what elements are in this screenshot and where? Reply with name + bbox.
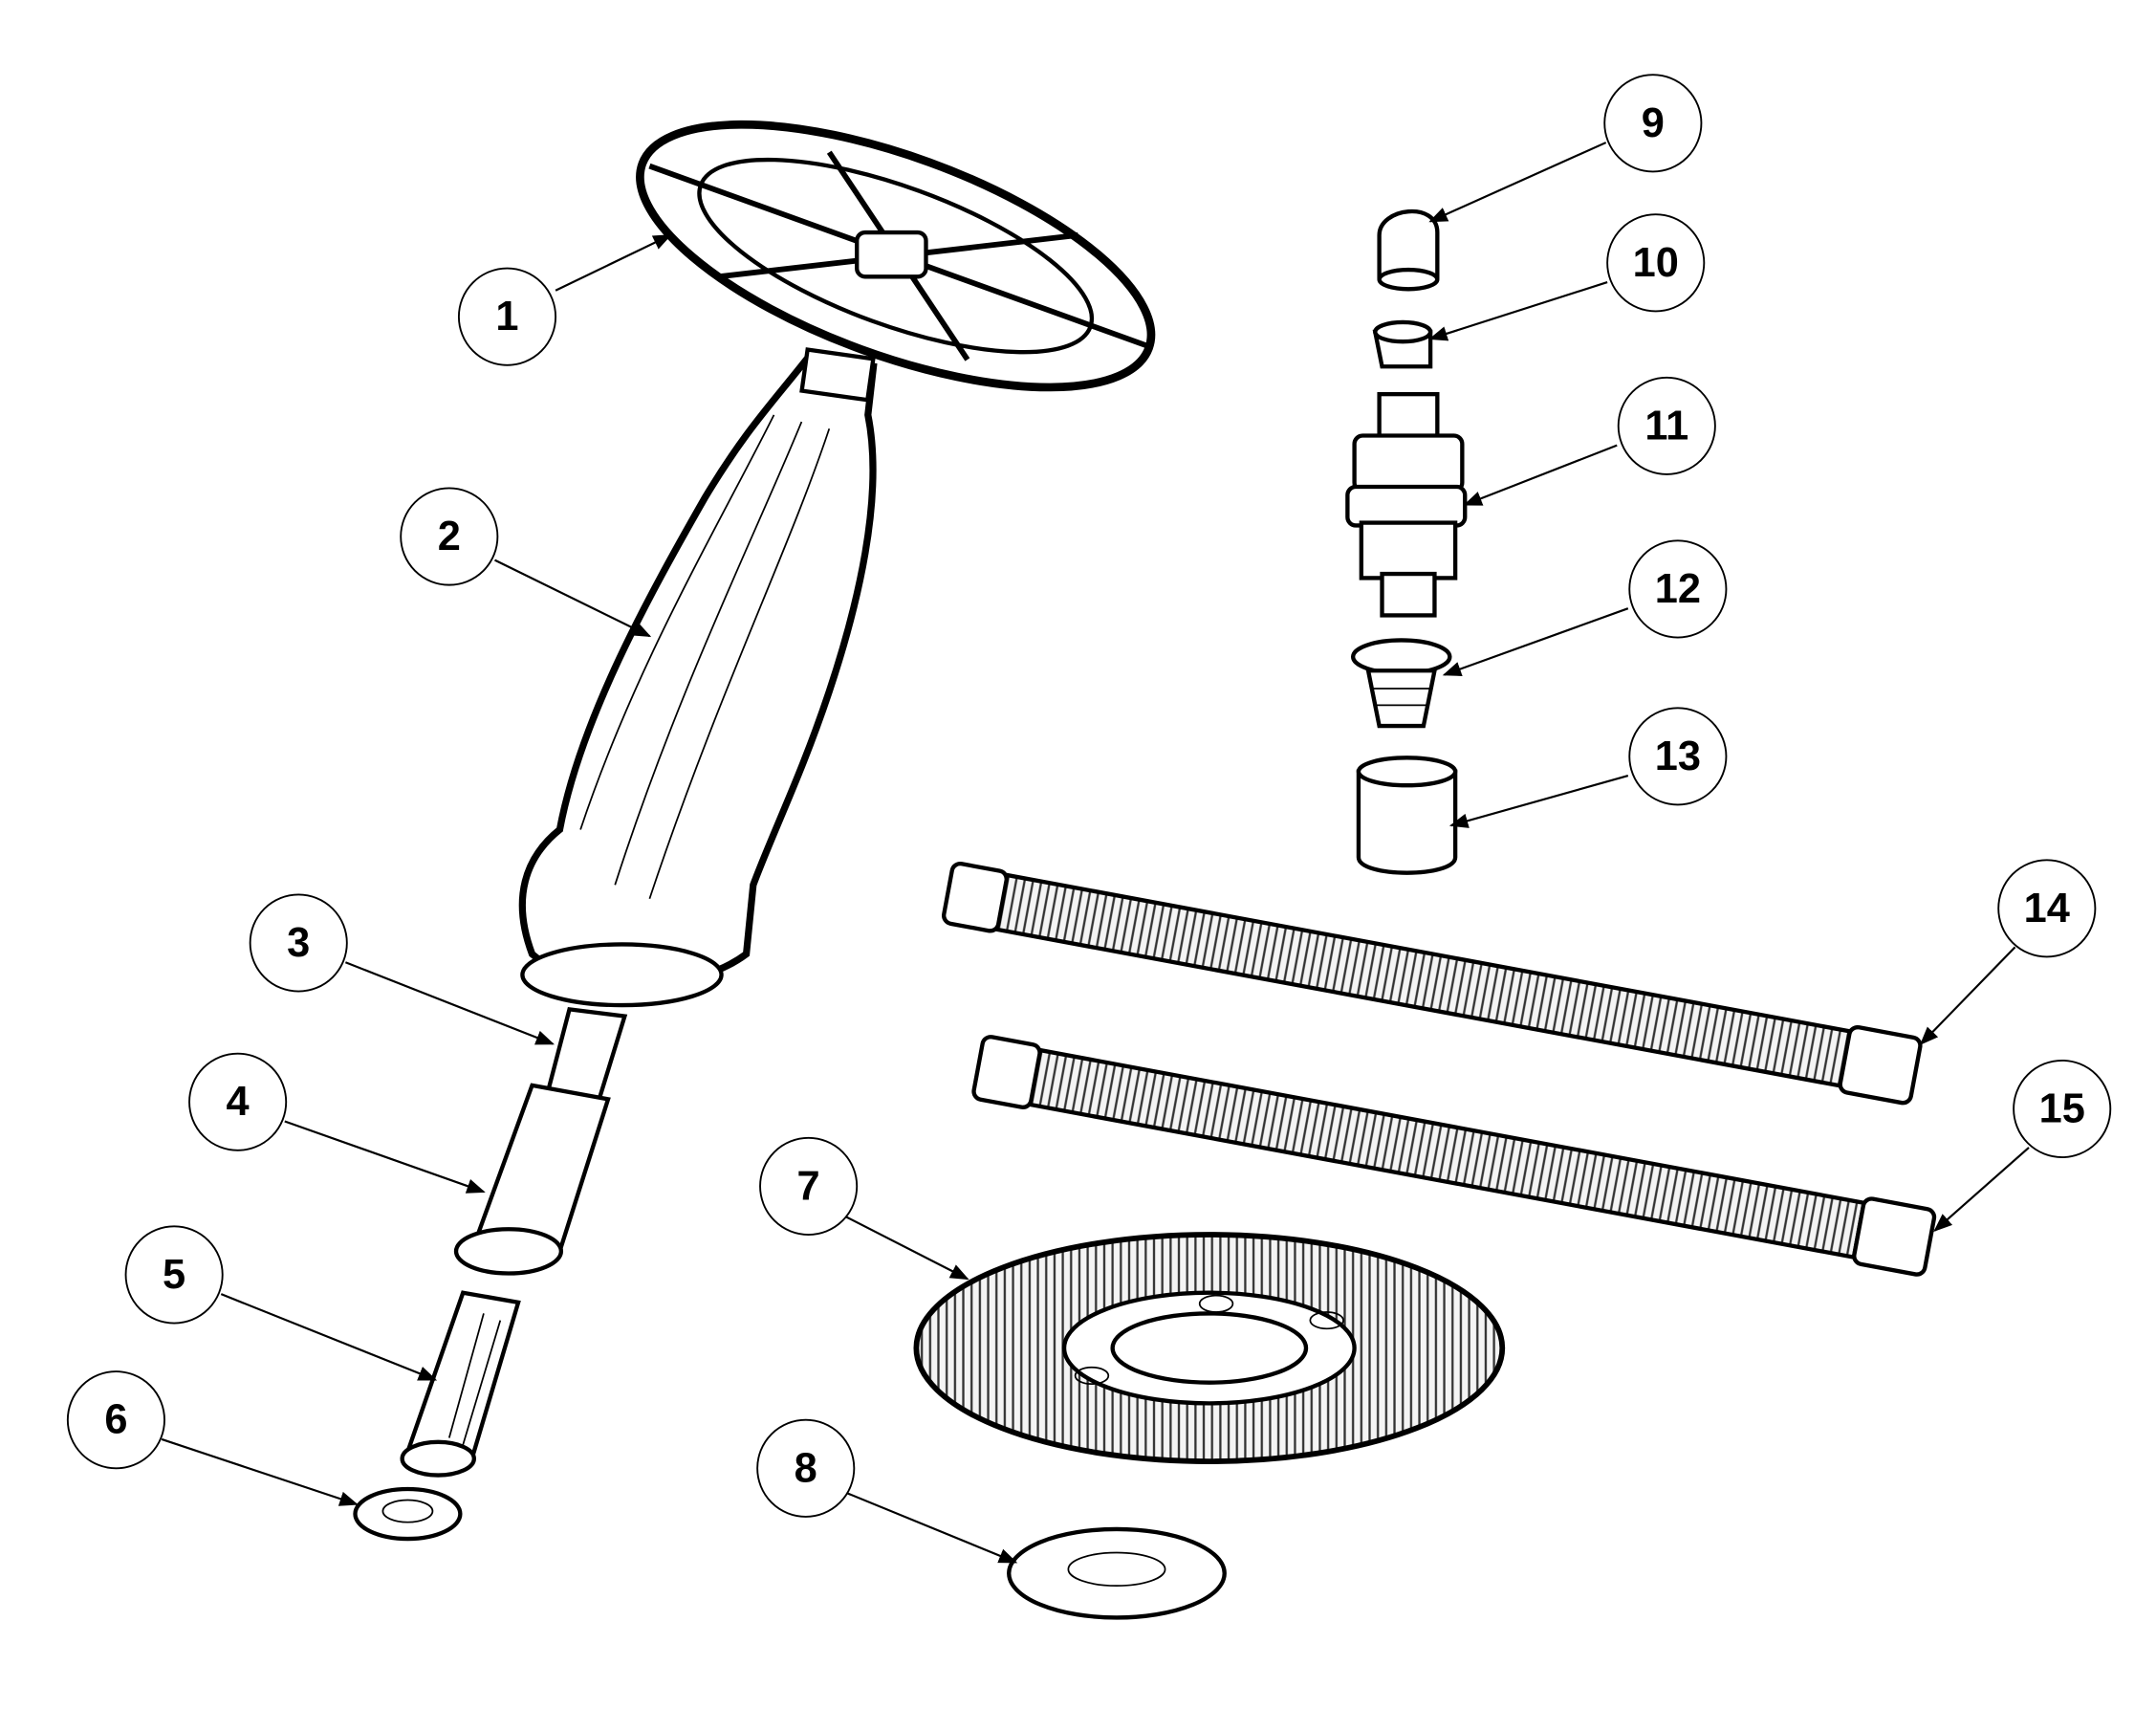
callout-6: 6 — [66, 1370, 165, 1470]
leader-lines — [161, 142, 2030, 1564]
callout-label: 7 — [797, 1163, 820, 1209]
callout-label: 12 — [1655, 566, 1701, 612]
part-14-hose — [942, 861, 1923, 1106]
callout-14: 14 — [1997, 859, 2097, 958]
callout-label: 2 — [438, 514, 461, 559]
part-6-cap — [353, 1486, 463, 1542]
callout-4: 4 — [188, 1052, 288, 1151]
callout-13: 13 — [1628, 707, 1728, 806]
callout-label: 15 — [2039, 1085, 2085, 1131]
callout-label: 14 — [2024, 886, 2070, 931]
part-1-disc — [636, 120, 1156, 392]
callout-7: 7 — [759, 1136, 859, 1236]
part-7-diaphragm — [913, 1232, 1506, 1464]
callout-label: 6 — [104, 1397, 127, 1443]
part-11-valve — [1345, 391, 1468, 618]
callout-label: 5 — [163, 1252, 185, 1298]
part-5-throat — [400, 1290, 521, 1478]
callout-label: 1 — [495, 294, 518, 340]
part-2-body — [518, 347, 878, 1008]
part-15-hose — [971, 1035, 1937, 1277]
callout-label: 13 — [1655, 734, 1701, 779]
callout-10: 10 — [1606, 213, 1706, 313]
callout-label: 8 — [795, 1445, 817, 1491]
callout-label: 11 — [1644, 403, 1688, 449]
part-9-plug — [1377, 208, 1440, 292]
callout-12: 12 — [1628, 539, 1728, 639]
callout-1: 1 — [457, 267, 557, 366]
callout-label: 4 — [227, 1079, 250, 1125]
callout-9: 9 — [1603, 74, 1703, 173]
callout-15: 15 — [2013, 1059, 2112, 1159]
callout-label: 10 — [1633, 240, 1679, 286]
callout-3: 3 — [249, 893, 348, 993]
callout-5: 5 — [124, 1225, 224, 1325]
part-8-ring — [1007, 1526, 1227, 1620]
part-10-cap — [1372, 319, 1433, 369]
part-4-sleeve — [453, 1083, 611, 1276]
callout-2: 2 — [400, 487, 499, 586]
callout-label: 3 — [287, 920, 310, 966]
callout-11: 11 — [1617, 376, 1716, 475]
callout-label: 9 — [1642, 100, 1665, 146]
callout-8: 8 — [756, 1418, 856, 1518]
part-12-seal — [1350, 638, 1452, 729]
part-13-collar — [1356, 756, 1458, 875]
